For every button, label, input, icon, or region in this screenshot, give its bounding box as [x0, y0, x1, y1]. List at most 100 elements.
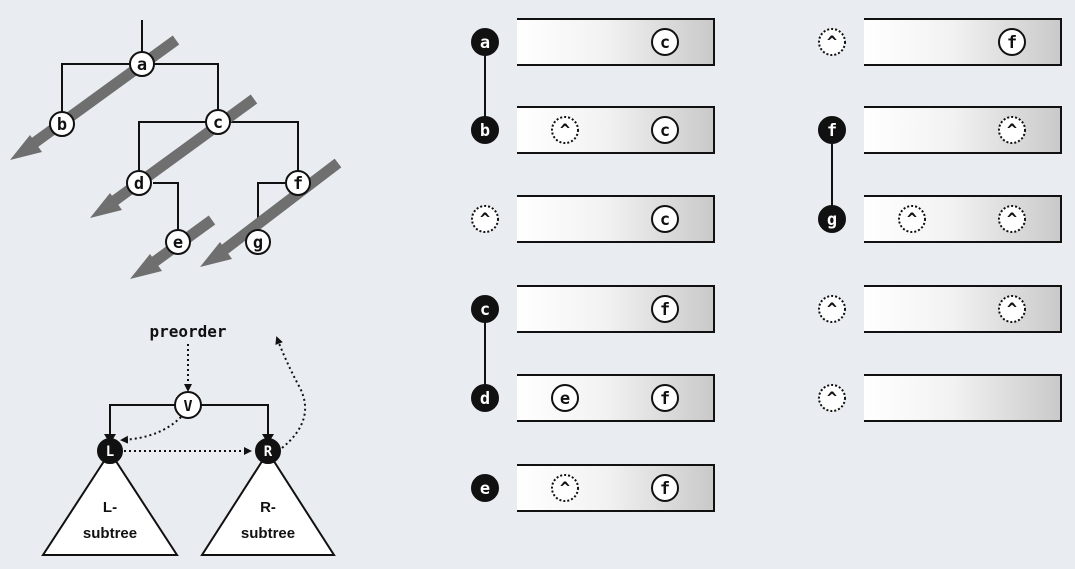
- stack-item: c: [651, 116, 679, 144]
- stack-item-label: c: [660, 121, 670, 141]
- node-l: L: [97, 438, 123, 464]
- stack-item: c: [651, 205, 679, 233]
- stack-item-label: f: [660, 479, 670, 499]
- stack-step-row: ^: [818, 374, 1062, 422]
- visited-node: ^: [818, 384, 846, 412]
- right-subtree-label-line1: R-: [260, 499, 276, 516]
- visited-node-label: g: [827, 210, 837, 230]
- visited-node-label: b: [480, 121, 490, 141]
- stack-step-row: ^^: [818, 285, 1062, 333]
- visited-node-label: ^: [827, 389, 837, 409]
- visited-node-label: f: [827, 121, 837, 141]
- stack-item-label: f: [660, 300, 670, 320]
- tree-node-label: c: [213, 113, 223, 133]
- node-r-label: R: [264, 444, 273, 460]
- right-subtree-label-line2: subtree: [241, 525, 295, 542]
- stack-item-label: e: [560, 389, 570, 409]
- stack-item-label: ^: [560, 479, 570, 499]
- stack-item-label: ^: [560, 121, 570, 141]
- visited-node-label: e: [480, 479, 490, 499]
- visited-node: c: [471, 295, 499, 323]
- stack-box-fill: [864, 19, 1061, 65]
- stack-box-fill: [517, 375, 714, 421]
- stack-step-row: d e f: [471, 374, 715, 422]
- stack-item: f: [998, 28, 1026, 56]
- tree-node-d: d: [126, 170, 152, 196]
- stack-box-outline: [517, 195, 715, 243]
- stack-item-label: ^: [1007, 300, 1017, 320]
- visited-node: d: [471, 384, 499, 412]
- stack-item-label: f: [1007, 33, 1017, 53]
- visited-node-label: ^: [480, 210, 490, 230]
- node-r: R: [255, 438, 281, 464]
- stack-box-fill: [864, 107, 1061, 153]
- gray-arrow-f-g: [200, 158, 342, 267]
- stack-box-outline: [864, 195, 1062, 243]
- tree-node-label: a: [137, 55, 147, 75]
- dotted-arrow-r-return: [275, 336, 307, 449]
- stack-box-fill: [864, 375, 1061, 421]
- tree-node-c: c: [205, 109, 231, 135]
- stack-box-outline: [517, 18, 715, 66]
- stack-step-row: ^f: [818, 18, 1062, 66]
- visited-node-label: ^: [827, 33, 837, 53]
- stack-item-label: f: [660, 389, 670, 409]
- stack-item: ^: [998, 116, 1026, 144]
- preorder-schematic: preorder V L- subtree R- subtree L: [41, 322, 336, 556]
- node-v: V: [174, 391, 202, 419]
- node-l-label: L: [106, 444, 114, 460]
- visited-node: ^: [818, 28, 846, 56]
- visited-node-label: d: [480, 389, 490, 409]
- stack-item: ^: [998, 205, 1026, 233]
- visited-node-label: c: [480, 300, 490, 320]
- visited-node-label: a: [480, 33, 490, 53]
- tree-node-f: f: [285, 170, 311, 196]
- stack-item-label: ^: [1007, 121, 1017, 141]
- preorder-caption: preorder: [149, 322, 226, 341]
- stack-box-outline: [864, 106, 1062, 154]
- tree-node-label: g: [253, 233, 263, 253]
- node-v-label: V: [183, 397, 192, 415]
- left-subtree-label-line2: subtree: [83, 525, 137, 542]
- stack-item-label: ^: [1007, 210, 1017, 230]
- stack-item: ^: [551, 474, 579, 502]
- stack-step-row: ^c: [471, 195, 715, 243]
- right-subtree-triangle: [200, 450, 336, 556]
- stack-item: ^: [998, 295, 1026, 323]
- tree-node-b: b: [49, 111, 75, 137]
- visited-node: ^: [471, 205, 499, 233]
- stack-item: c: [651, 28, 679, 56]
- visited-node: ^: [818, 295, 846, 323]
- tree-node-label: e: [173, 233, 183, 253]
- stack-box-fill: [517, 107, 714, 153]
- stack-box-fill: [517, 19, 714, 65]
- stack-box-outline: [517, 464, 715, 512]
- stack-box-fill: [864, 286, 1061, 332]
- tree-edges: [61, 20, 299, 230]
- visited-node: f: [818, 116, 846, 144]
- tree-node-a: a: [129, 51, 155, 77]
- stack-step-row: b ^ c: [471, 106, 715, 154]
- tree-node-e: e: [165, 229, 191, 255]
- stack-item: f: [651, 295, 679, 323]
- tree-node-label: f: [293, 174, 303, 194]
- stack-item-label: c: [660, 210, 670, 230]
- stack-item: ^: [551, 116, 579, 144]
- dotted-arrow-v-to-l: [120, 416, 182, 444]
- stack-box-fill: [864, 196, 1061, 242]
- stack-box-fill: [517, 465, 714, 511]
- stack-item: e: [551, 384, 579, 412]
- stack-item-label: ^: [907, 210, 917, 230]
- left-subtree-triangle: [41, 450, 179, 556]
- stack-box-fill: [517, 196, 714, 242]
- stack-step-row: e ^ f: [471, 464, 715, 512]
- tree-node-label: d: [134, 174, 144, 194]
- visited-node: g: [818, 205, 846, 233]
- stack-item-label: c: [660, 33, 670, 53]
- tree-node-g: g: [245, 229, 271, 255]
- stack-box-outline: [864, 18, 1062, 66]
